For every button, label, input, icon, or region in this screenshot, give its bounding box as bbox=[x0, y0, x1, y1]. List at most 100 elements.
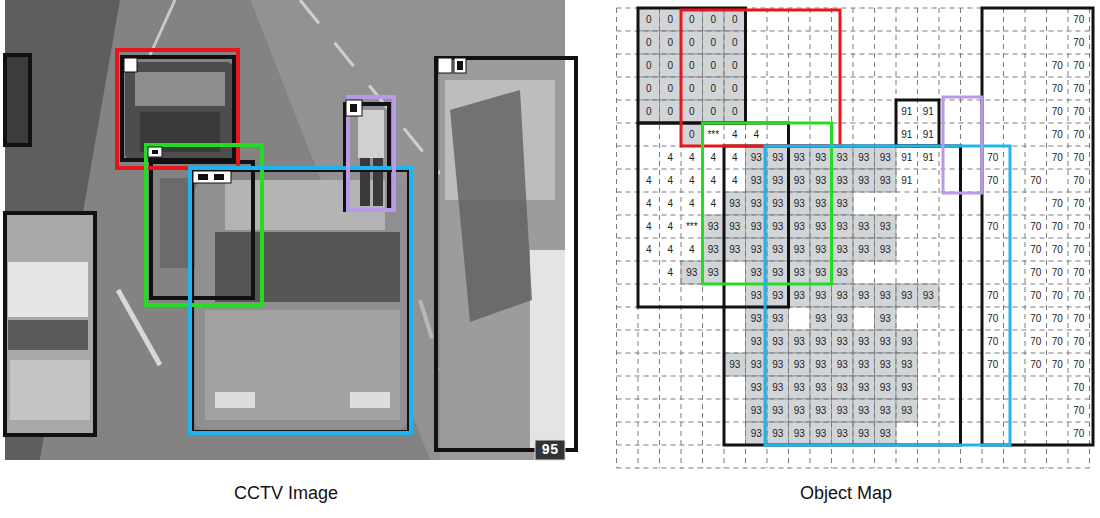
cell-value: 4 bbox=[660, 215, 682, 238]
occupied-cell bbox=[810, 422, 832, 445]
cctv-photo bbox=[8, 262, 88, 317]
cell-value: 70 bbox=[1047, 261, 1069, 284]
cell-value: 70 bbox=[982, 215, 1004, 238]
cell-value: 93 bbox=[772, 175, 783, 187]
cell-value: 93 bbox=[703, 215, 725, 238]
occupied-cell bbox=[832, 215, 854, 238]
cctv-photo bbox=[205, 310, 400, 420]
occupied-cell bbox=[875, 422, 897, 445]
cell-value: 93 bbox=[858, 244, 869, 256]
cell-value: 93 bbox=[746, 215, 768, 238]
cell-value: 93 bbox=[853, 422, 875, 445]
cell-value: 70 bbox=[987, 290, 998, 302]
cell-value: 93 bbox=[880, 221, 891, 233]
cell-value: 93 bbox=[794, 382, 805, 394]
cell-value: 93 bbox=[896, 284, 918, 307]
cell-value: 0 bbox=[681, 31, 703, 54]
cell-value: 70 bbox=[1068, 215, 1090, 238]
cell-value: 0 bbox=[710, 106, 716, 118]
cell-value: 93 bbox=[896, 376, 918, 399]
grid-line bbox=[617, 215, 1094, 216]
cell-value: 93 bbox=[751, 382, 762, 394]
occupied-cell bbox=[832, 284, 854, 307]
cctv-photo bbox=[530, 250, 565, 450]
cell-value: 70 bbox=[987, 221, 998, 233]
occupied-cell bbox=[703, 261, 725, 284]
occupied-cell bbox=[724, 77, 746, 100]
image-panel: CCTV Image bbox=[0, 0, 572, 518]
cell-value: 0 bbox=[646, 37, 652, 49]
occupied-cell bbox=[660, 31, 682, 54]
cell-value: 93 bbox=[880, 175, 891, 187]
cell-value: 93 bbox=[686, 267, 697, 279]
cell-value: 93 bbox=[837, 359, 848, 371]
cell-value: 4 bbox=[681, 146, 703, 169]
cell-value: 93 bbox=[810, 238, 832, 261]
cell-value: 91 bbox=[918, 146, 940, 169]
occupied-cell bbox=[638, 8, 660, 31]
cell-value: 93 bbox=[815, 152, 826, 164]
occupied-cell bbox=[875, 146, 897, 169]
cell-value: 93 bbox=[810, 261, 832, 284]
occupied-cell bbox=[896, 330, 918, 353]
cell-value: 70 bbox=[982, 353, 1004, 376]
cell-value: 93 bbox=[767, 192, 789, 215]
occupied-cell bbox=[810, 146, 832, 169]
cell-value: 93 bbox=[746, 376, 768, 399]
occupied-cell bbox=[853, 422, 875, 445]
cell-value: 0 bbox=[681, 123, 703, 146]
cell-value: 70 bbox=[1073, 83, 1084, 95]
cell-value: 93 bbox=[789, 146, 811, 169]
cell-value: 70 bbox=[1073, 267, 1084, 279]
cell-value: 93 bbox=[837, 313, 848, 325]
cell-value: 93 bbox=[880, 244, 891, 256]
cell-value: 93 bbox=[794, 175, 805, 187]
cell-value: 93 bbox=[837, 198, 848, 210]
grid-line bbox=[617, 261, 1094, 262]
occupied-cell bbox=[832, 376, 854, 399]
cell-value: 93 bbox=[751, 336, 762, 348]
cell-value: 93 bbox=[794, 267, 805, 279]
tracking-box bbox=[5, 213, 95, 435]
cell-value: 4 bbox=[638, 238, 660, 261]
cell-value: 70 bbox=[1030, 336, 1041, 348]
occupied-cell bbox=[767, 215, 789, 238]
cell-value: 70 bbox=[982, 146, 1004, 169]
cell-value: 4 bbox=[638, 192, 660, 215]
cell-value: 0 bbox=[667, 106, 673, 118]
occupied-cell bbox=[660, 100, 682, 123]
cell-value: 93 bbox=[810, 192, 832, 215]
occupied-cell bbox=[681, 100, 703, 123]
cctv-photo bbox=[5, 0, 565, 460]
cell-value: 70 bbox=[1025, 238, 1047, 261]
occupied-cell bbox=[767, 238, 789, 261]
cell-value: 93 bbox=[767, 146, 789, 169]
grid-line bbox=[617, 330, 1094, 331]
cell-value: 70 bbox=[1025, 284, 1047, 307]
occupied-cell bbox=[832, 238, 854, 261]
cell-value: 70 bbox=[1073, 175, 1084, 187]
cell-value: 93 bbox=[815, 290, 826, 302]
cell-value: 93 bbox=[729, 359, 740, 371]
cell-value: 93 bbox=[815, 175, 826, 187]
cell-value: 93 bbox=[853, 284, 875, 307]
cell-value: 4 bbox=[660, 261, 682, 284]
cell-value: 0 bbox=[703, 77, 725, 100]
grid-line bbox=[617, 376, 1094, 377]
occupied-cell bbox=[810, 238, 832, 261]
cctv-photo bbox=[10, 360, 90, 420]
cell-value: 93 bbox=[901, 382, 912, 394]
cell-value: 93 bbox=[767, 307, 789, 330]
cctv-photo bbox=[358, 110, 384, 158]
cctv-photo bbox=[118, 290, 160, 365]
cell-value: 0 bbox=[681, 8, 703, 31]
cell-value: 70 bbox=[1068, 330, 1090, 353]
occupied-cell bbox=[681, 261, 703, 284]
cell-value: 93 bbox=[794, 359, 805, 371]
tracking-box bbox=[151, 162, 253, 298]
cell-value: 93 bbox=[789, 215, 811, 238]
cell-value: 93 bbox=[810, 353, 832, 376]
occupied-cell bbox=[638, 100, 660, 123]
cctv-photo bbox=[215, 392, 255, 408]
cell-value: 70 bbox=[1068, 376, 1090, 399]
